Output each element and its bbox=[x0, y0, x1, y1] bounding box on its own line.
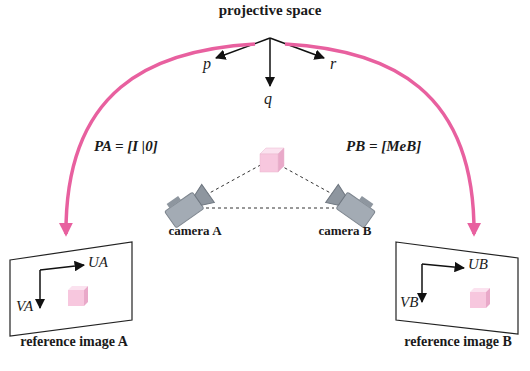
image-heading: reference image A bbox=[19, 334, 129, 350]
cube bbox=[260, 148, 284, 172]
axis-label: r bbox=[330, 55, 336, 73]
diagram-title: projective space bbox=[190, 2, 350, 19]
image-axis-label: UA bbox=[88, 254, 108, 271]
cube-image bbox=[470, 288, 490, 308]
v-axis bbox=[39, 270, 41, 308]
image-axis-label: UB bbox=[468, 256, 488, 273]
cube-image bbox=[68, 286, 88, 306]
image-axis-label: VB bbox=[400, 294, 418, 311]
projection-matrix: PA = [I |0] bbox=[94, 138, 158, 155]
camera bbox=[326, 181, 379, 229]
camera-label: camera B bbox=[305, 224, 385, 239]
image-axis-label: VA bbox=[16, 298, 33, 315]
projection-arrow bbox=[66, 44, 255, 234]
u-axis bbox=[422, 264, 464, 268]
u-axis bbox=[40, 265, 84, 270]
sight-line bbox=[204, 162, 266, 196]
q-axis bbox=[269, 38, 271, 86]
image-heading: reference image B bbox=[403, 334, 513, 350]
axis-label: q bbox=[264, 90, 272, 108]
projection-arrow bbox=[285, 44, 474, 234]
camera bbox=[162, 181, 215, 229]
v-axis bbox=[421, 264, 423, 302]
reference-image: UA VA reference image A bbox=[4, 236, 144, 368]
sight-line bbox=[274, 162, 336, 196]
axis-label: p bbox=[203, 55, 211, 73]
image-plane bbox=[10, 242, 132, 336]
projection-matrix: PB = [MeB] bbox=[346, 138, 421, 155]
camera-label: camera A bbox=[155, 224, 235, 239]
image-plane bbox=[396, 242, 518, 334]
sight-line bbox=[206, 208, 334, 209]
reference-image: UB VB reference image B bbox=[390, 236, 526, 368]
